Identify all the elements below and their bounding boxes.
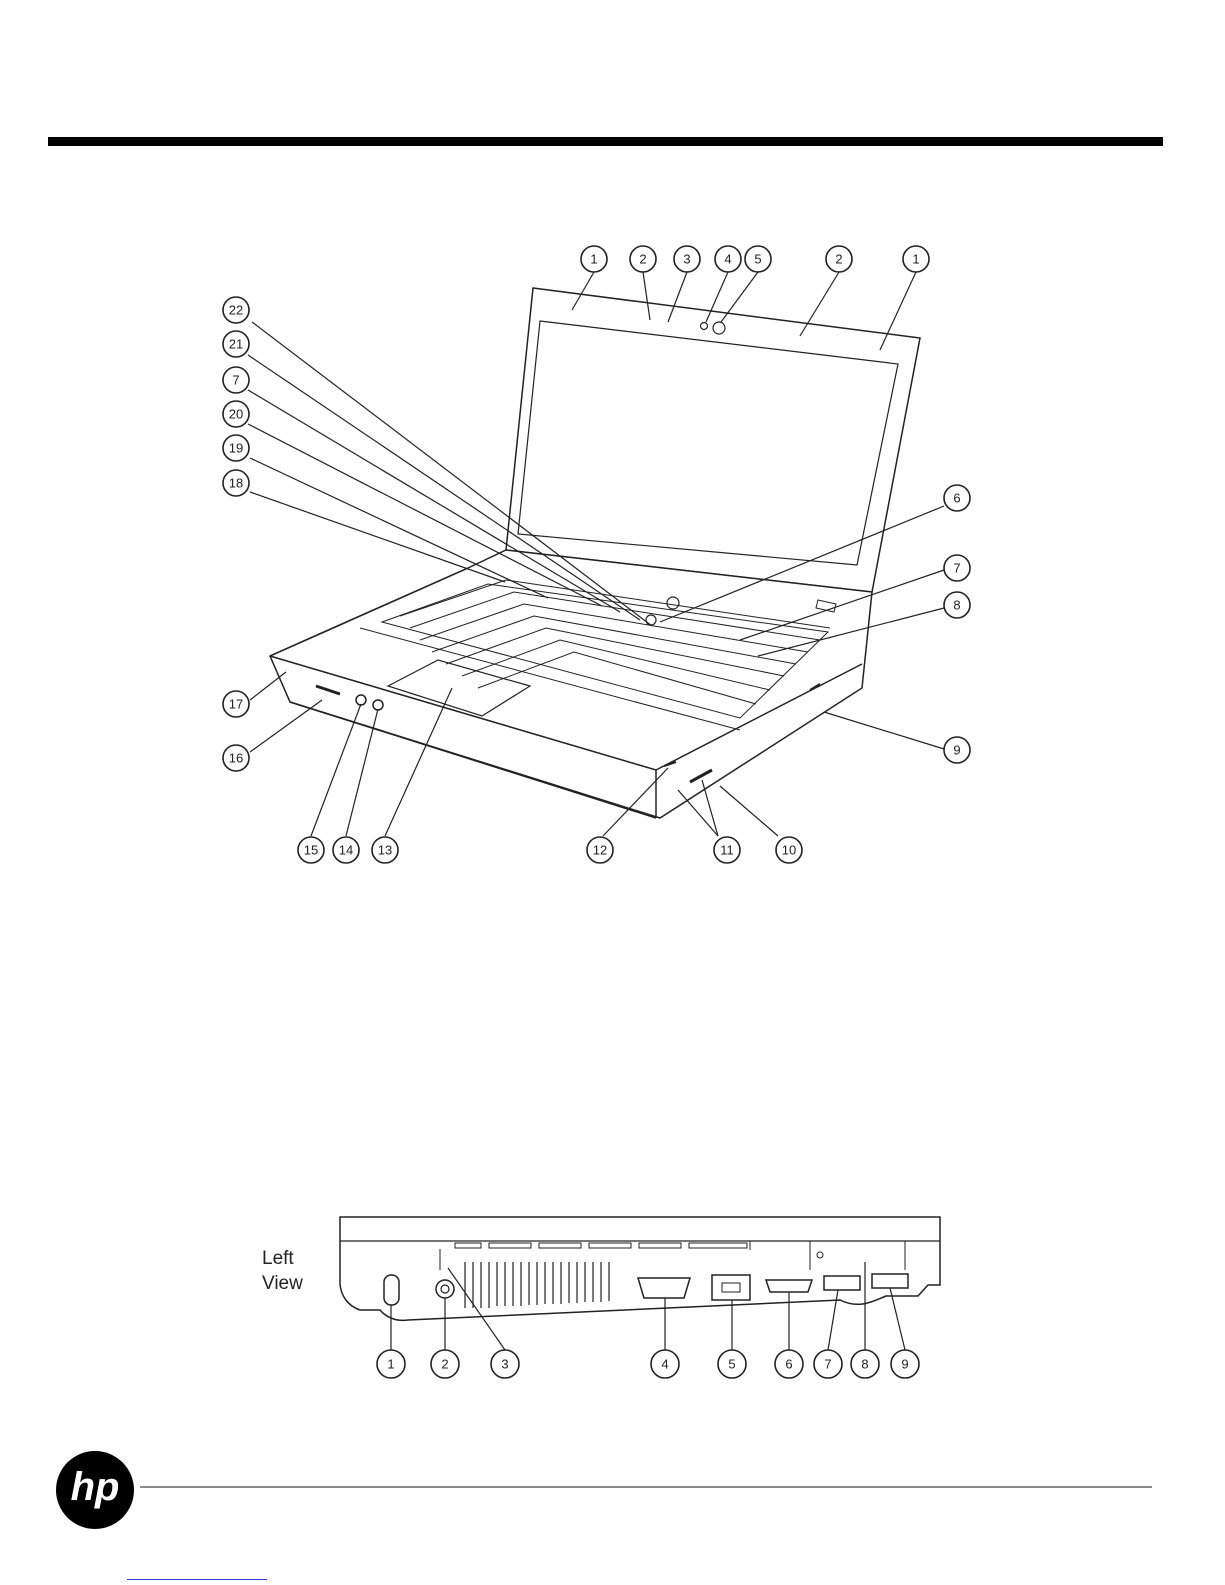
callout-marker: 1 [377, 1350, 405, 1378]
callout-marker: 9 [944, 737, 970, 763]
callout-marker: 17 [223, 691, 249, 717]
callout-marker: 1 [581, 246, 607, 272]
callout-number: 4 [724, 252, 731, 267]
callout-number: 7 [953, 561, 960, 576]
callout-marker: 4 [651, 1350, 679, 1378]
callout-number: 1 [912, 252, 919, 267]
callout-marker: 4 [715, 246, 741, 272]
callout-marker: 14 [333, 837, 359, 863]
hp-logo-text: hp [71, 1465, 120, 1509]
side-callouts: 1 2 3 4 5 6 7 8 9 [377, 1350, 919, 1378]
footer-link-underline[interactable] [127, 1579, 267, 1580]
callout-marker: 2 [431, 1350, 459, 1378]
callout-marker: 8 [944, 592, 970, 618]
callout-number: 5 [728, 1357, 735, 1372]
callout-marker: 8 [851, 1350, 879, 1378]
callout-marker: 2 [630, 246, 656, 272]
callout-number: 18 [229, 476, 243, 491]
callout-number: 7 [824, 1357, 831, 1372]
callout-marker: 2 [826, 246, 852, 272]
hp-logo: hp [55, 1450, 135, 1530]
callout-number: 6 [953, 491, 960, 506]
callout-marker: 3 [674, 246, 700, 272]
callout-marker: 21 [223, 331, 249, 357]
callout-number: 17 [229, 697, 243, 712]
callout-marker: 9 [891, 1350, 919, 1378]
callout-number: 16 [229, 751, 243, 766]
callout-number: 6 [785, 1357, 792, 1372]
callout-marker: 1 [903, 246, 929, 272]
laptop-side-drawing [340, 1217, 940, 1320]
callout-number: 1 [590, 252, 597, 267]
callout-number: 5 [754, 252, 761, 267]
callout-marker: 11 [714, 837, 740, 863]
callout-number: 15 [304, 843, 318, 858]
callout-marker: 6 [775, 1350, 803, 1378]
footer-rule [140, 1486, 1152, 1488]
callout-number: 11 [720, 843, 734, 858]
callout-marker: 20 [223, 401, 249, 427]
callout-number: 12 [593, 843, 607, 858]
callout-marker: 15 [298, 837, 324, 863]
callout-number: 14 [339, 843, 353, 858]
callout-marker: 10 [776, 837, 802, 863]
callout-marker: 5 [718, 1350, 746, 1378]
callout-marker: 5 [745, 246, 771, 272]
callout-number: 10 [782, 843, 796, 858]
callout-marker: 18 [223, 470, 249, 496]
callout-number: 1 [387, 1357, 394, 1372]
callout-number: 9 [953, 743, 960, 758]
callout-marker: 7 [944, 555, 970, 581]
callout-marker: 6 [944, 485, 970, 511]
callout-number: 2 [441, 1357, 448, 1372]
side-view-label: Left View [262, 1246, 303, 1296]
callout-number: 21 [229, 337, 243, 352]
callout-number: 7 [232, 373, 239, 388]
callout-number: 3 [683, 252, 690, 267]
callout-number: 8 [861, 1357, 868, 1372]
callout-number: 4 [661, 1357, 668, 1372]
callout-marker: 7 [223, 367, 249, 393]
callout-number: 13 [378, 843, 392, 858]
callout-marker: 7 [814, 1350, 842, 1378]
side-view-label-line1: Left [262, 1246, 303, 1271]
callout-marker: 3 [491, 1350, 519, 1378]
callout-marker: 12 [587, 837, 613, 863]
callout-number: 20 [229, 407, 243, 422]
callout-number: 8 [953, 598, 960, 613]
callout-number: 2 [639, 252, 646, 267]
callout-marker: 16 [223, 745, 249, 771]
callout-marker: 13 [372, 837, 398, 863]
callout-number: 22 [229, 303, 243, 318]
side-view-label-line2: View [262, 1271, 303, 1296]
callout-number: 19 [229, 441, 243, 456]
laptop-open-drawing [270, 288, 920, 818]
callout-marker: 22 [223, 297, 249, 323]
callout-number: 9 [901, 1357, 908, 1372]
callout-marker: 19 [223, 435, 249, 461]
callout-number: 3 [501, 1357, 508, 1372]
callout-number: 2 [835, 252, 842, 267]
